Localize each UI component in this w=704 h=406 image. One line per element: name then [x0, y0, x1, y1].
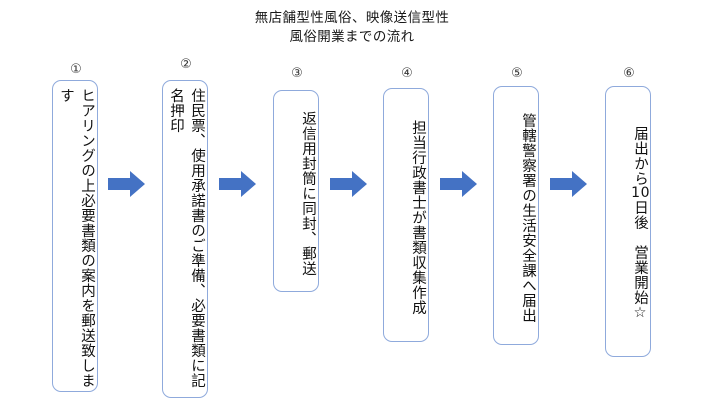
step-box-1: ヒアリングの上必要書類の案内を郵送致します — [52, 80, 98, 392]
title-line-2: 風俗開業までの流れ — [289, 29, 415, 44]
arrow-4-to-5-icon — [440, 168, 478, 200]
step-number-6: ⑥ — [623, 65, 635, 80]
flow-step-3: ③ 返信用封筒に同封、郵送 — [273, 0, 321, 406]
step-number-4: ④ — [401, 65, 413, 80]
step-label-3: 返信用封筒に同封、郵送 — [300, 110, 316, 276]
arrow-1-to-2-icon — [108, 168, 146, 200]
step-number-2: ② — [180, 56, 192, 71]
step-box-2: 住民票、使用承諾書のご準備、必要書類に記名押印 — [162, 80, 208, 398]
title-line-1: 無店舗型性風俗、映像送信型性 — [254, 10, 450, 25]
diagram-title: 無店舗型性風俗、映像送信型性 風俗開業までの流れ — [0, 8, 704, 46]
step-number-1: ① — [70, 61, 82, 76]
flow-step-4: ④ 担当行政書士が書類収集作成 — [383, 0, 431, 406]
flow-step-2: ② 住民票、使用承諾書のご準備、必要書類に記名押印 — [162, 0, 210, 406]
step-label-2: 住民票、使用承諾書のご準備、必要書類に記名押印 — [168, 88, 205, 388]
arrow-3-to-4-icon — [330, 168, 368, 200]
arrow-5-to-6-icon — [550, 168, 588, 200]
step-label-1: ヒアリングの上必要書類の案内を郵送致します — [58, 88, 95, 388]
step-box-3: 返信用封筒に同封、郵送 — [273, 90, 319, 292]
flow-step-5: ⑤ 管轄警察署の生活安全課へ届出 — [493, 0, 541, 406]
step-number-5: ⑤ — [511, 65, 523, 80]
flow-step-1: ① ヒアリングの上必要書類の案内を郵送致します — [52, 0, 100, 406]
step-number-3: ③ — [291, 65, 303, 80]
step-box-4: 担当行政書士が書類収集作成 — [383, 88, 429, 342]
step-label-5: 管轄警察署の生活安全課へ届出 — [520, 112, 536, 323]
step-box-5: 管轄警察署の生活安全課へ届出 — [493, 86, 539, 345]
arrow-2-to-3-icon — [219, 168, 257, 200]
step-label-4: 担当行政書士が書類収集作成 — [410, 119, 426, 315]
tate-chu-yoko-number: 10 — [631, 184, 650, 201]
